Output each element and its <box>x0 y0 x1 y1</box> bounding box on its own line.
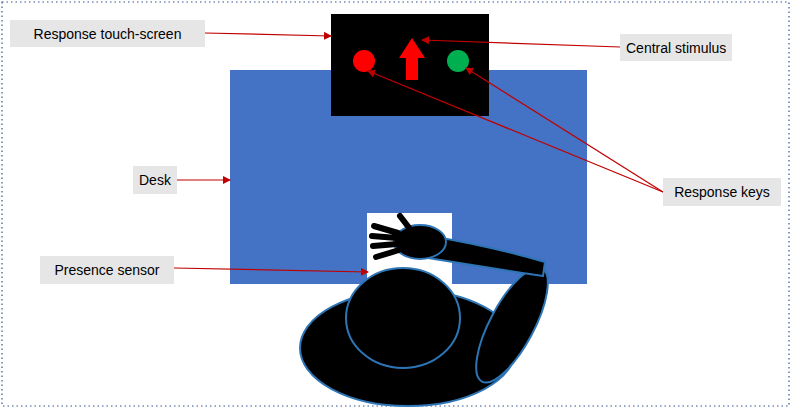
leader-lines <box>174 33 663 272</box>
central-arrow-stimulus <box>399 38 425 80</box>
label-text: Response keys <box>674 183 770 201</box>
green-response-key <box>447 50 469 72</box>
label-text: Desk <box>139 171 171 189</box>
callout-label: Central stimulus <box>620 34 732 61</box>
leader-line <box>368 71 663 192</box>
label-text: Central stimulus <box>626 39 726 57</box>
leader-line <box>422 40 620 47</box>
hand <box>372 216 446 259</box>
callout-label: Response keys <box>663 178 781 206</box>
leader-line <box>205 33 331 36</box>
leader-line <box>466 68 663 192</box>
callout-label: Response touch-screen <box>10 20 205 47</box>
touch-screen <box>331 14 489 116</box>
person-head <box>346 268 460 368</box>
red-response-key <box>353 50 375 72</box>
leader-line <box>174 268 368 272</box>
label-text: Presence sensor <box>54 261 159 279</box>
person-upper-arm <box>463 258 562 392</box>
label-text: Response touch-screen <box>34 25 182 43</box>
callout-label: Presence sensor <box>40 256 174 284</box>
leader-line <box>175 179 230 180</box>
callout-label: Desk <box>133 166 177 194</box>
